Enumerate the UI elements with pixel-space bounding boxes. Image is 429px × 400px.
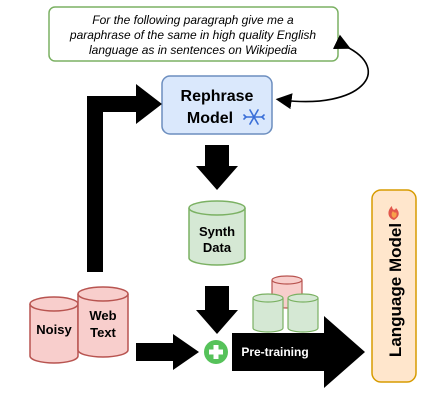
prompt-line-2: paraphrase of the same in high quality E… (69, 28, 316, 42)
language-model-box: Language Model (371, 189, 417, 383)
rephrase-to-synth-arrow (196, 145, 238, 190)
noisy-label: Noisy (36, 322, 72, 337)
mixed-data-cylinders (252, 275, 319, 333)
language-model-label: Language Model (386, 223, 405, 357)
synth-data-line-1: Synth (199, 224, 235, 239)
synth-data-line-2: Data (203, 240, 232, 255)
flame-icon (388, 206, 399, 220)
prompt-box: For the following paragraph give me a pa… (48, 6, 339, 62)
pretraining-label: Pre-training (241, 345, 308, 359)
rephrase-model-title: Rephrase (181, 88, 254, 105)
mixed-green-cylinder-right (287, 293, 319, 333)
mixed-green-cylinder-left (252, 293, 284, 333)
prompt-line-1: For the following paragraph give me a (92, 13, 294, 27)
snowflake-icon (243, 109, 265, 125)
web-label: Web (89, 308, 116, 323)
prompt-line-3: language as in sentences on Wikipedia (89, 43, 297, 57)
rephrase-model-box: Rephrase Model (161, 75, 273, 135)
pretraining-arrow (232, 316, 365, 388)
rephrase-model-subtitle: Model (187, 110, 233, 127)
plus-icon (204, 340, 228, 364)
noisy-to-rephrase-arrow (87, 84, 162, 272)
noisy-to-plus-arrow (136, 334, 199, 370)
synth-data-cylinder: Synth Data (188, 200, 246, 266)
prompt-link-arrow (275, 34, 369, 110)
noisy-cylinder: Noisy (29, 296, 79, 364)
synth-to-plus-arrow (196, 286, 238, 334)
web-text-cylinder: Web Text (77, 286, 129, 358)
text-label: Text (90, 325, 116, 340)
